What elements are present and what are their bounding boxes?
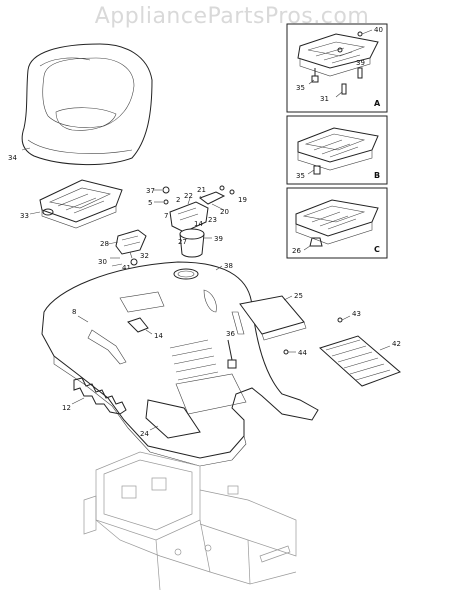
callout-39-b: 39 bbox=[214, 235, 223, 243]
callout-42: 42 bbox=[392, 340, 401, 348]
callout-35-a: 35 bbox=[296, 84, 305, 92]
callout-26: 26 bbox=[292, 247, 301, 255]
fender-body: 8 14 38 24 bbox=[41, 261, 319, 467]
callout-19: 19 bbox=[238, 196, 247, 204]
chassis-frame bbox=[83, 451, 297, 591]
callout-36: 36 bbox=[226, 330, 235, 338]
callout-31: 31 bbox=[320, 95, 329, 103]
site-watermark: AppliancePartsPros.com bbox=[94, 4, 370, 29]
floor-mat: 43 42 bbox=[319, 310, 401, 387]
callout-23: 23 bbox=[208, 216, 217, 224]
callout-32: 32 bbox=[140, 252, 149, 260]
callout-34: 34 bbox=[8, 154, 17, 162]
callout-8: 8 bbox=[72, 308, 76, 316]
callout-25: 25 bbox=[294, 292, 303, 300]
callout-21: 21 bbox=[197, 186, 206, 194]
callout-22: 22 bbox=[184, 192, 193, 200]
bracket-36: 36 bbox=[226, 330, 237, 369]
rubber-trim: 12 bbox=[62, 377, 127, 415]
seat-bracket: 33 bbox=[20, 179, 123, 229]
callout-37: 37 bbox=[146, 187, 155, 195]
panel-label-c: C bbox=[374, 245, 380, 254]
inset-panel-a: 40 35 31 39 A bbox=[286, 23, 388, 113]
footrest-pad: 25 bbox=[239, 292, 307, 341]
seat-switch-bracket: 2 22 21 19 20 7 14 23 27 bbox=[164, 185, 247, 246]
callout-28: 28 bbox=[100, 240, 109, 248]
callout-30: 30 bbox=[98, 258, 107, 266]
callout-5: 5 bbox=[148, 199, 152, 207]
callout-2: 2 bbox=[176, 196, 180, 204]
panel-label-b: B bbox=[374, 171, 380, 180]
callout-43: 43 bbox=[352, 310, 361, 318]
callout-41: 41 bbox=[122, 264, 131, 272]
clip: 44 bbox=[283, 349, 307, 357]
callout-35-b: 35 bbox=[296, 172, 305, 180]
inset-panel-b: 35 B bbox=[286, 115, 388, 185]
adjust-lever: 28 32 41 30 bbox=[98, 229, 149, 272]
callout-20: 20 bbox=[220, 208, 229, 216]
seat-hardware: 37 5 bbox=[146, 186, 170, 207]
seat: 34 bbox=[8, 43, 153, 166]
callout-39-a: 39 bbox=[356, 59, 365, 67]
callout-7: 7 bbox=[164, 212, 168, 220]
callout-33: 33 bbox=[20, 212, 29, 220]
callout-24: 24 bbox=[140, 430, 149, 438]
callout-40: 40 bbox=[374, 26, 383, 34]
callout-38: 38 bbox=[224, 262, 233, 270]
callout-14-b: 14 bbox=[154, 332, 163, 340]
cup-holder: 39 bbox=[179, 228, 223, 258]
inset-panel-c: 26 C bbox=[286, 187, 388, 259]
callout-14-a: 14 bbox=[194, 220, 203, 228]
callout-27: 27 bbox=[178, 238, 187, 246]
panel-label-a: A bbox=[374, 99, 381, 108]
callout-44: 44 bbox=[298, 349, 307, 357]
callout-12: 12 bbox=[62, 404, 71, 412]
